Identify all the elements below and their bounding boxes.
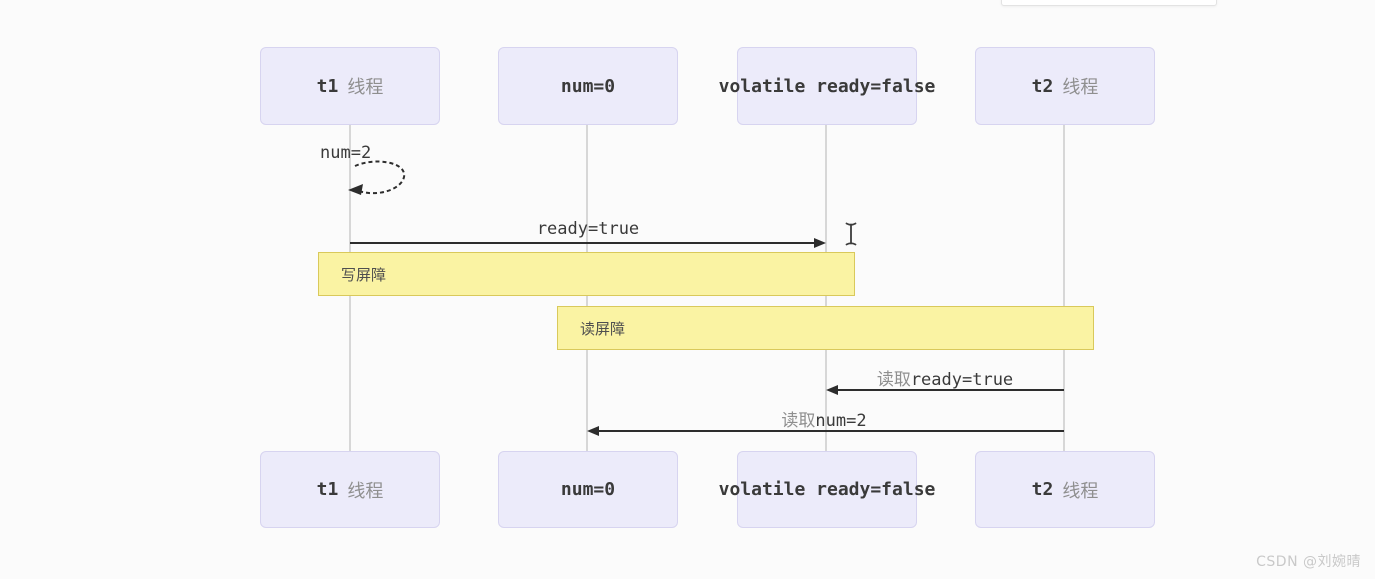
participant-label-code: volatile ready=false: [718, 479, 936, 500]
read-barrier-box: 读屏障: [557, 306, 1094, 350]
message-code: ready=true: [910, 370, 1014, 390]
message-code: ready=true: [536, 219, 640, 239]
read-barrier-label: 读屏障: [580, 319, 626, 338]
message-arrow-ready-true: [350, 242, 815, 244]
participant-t1-top: t1 线程: [260, 47, 440, 125]
message-label-ready-true: ready=true: [537, 219, 639, 239]
message-arrow-read-ready: [837, 389, 1064, 391]
write-barrier-box: 写屏障: [318, 252, 855, 296]
participant-label-cjk: 线程: [1062, 480, 1099, 502]
top-window-fragment: [1001, 0, 1217, 6]
arrowhead-right-icon: [814, 238, 826, 248]
participant-volatile-bottom: volatile ready=false: [719, 451, 935, 528]
arrowhead-left-icon: [826, 385, 838, 395]
self-message-label: num=2: [320, 143, 371, 163]
participant-label-code: num=0: [560, 479, 616, 500]
message-code: num=2: [815, 411, 867, 431]
participant-label-code: t2: [1031, 75, 1054, 97]
participant-label-code: num=0: [560, 75, 616, 97]
participant-volatile-top: volatile ready=false: [719, 47, 935, 125]
self-loop-arrow-icon: [348, 160, 406, 195]
write-barrier-label: 写屏障: [341, 265, 387, 284]
message-cjk-prefix: 读取: [876, 370, 911, 390]
message-label-read-ready: 读取ready=true: [877, 365, 1013, 390]
csdn-watermark: CSDN @刘婉晴: [1256, 554, 1361, 570]
participant-num-bottom: num=0: [498, 451, 678, 528]
participant-label-code: volatile ready=false: [718, 75, 936, 97]
participant-label-cjk: 线程: [347, 480, 384, 502]
arrowhead-left-icon: [587, 426, 599, 436]
participant-label-cjk: 线程: [347, 77, 384, 98]
lifeline-t2: [1063, 125, 1065, 452]
message-cjk-prefix: 读取: [781, 411, 816, 431]
participant-t1-bottom: t1 线程: [260, 451, 440, 528]
participant-label-code: t1: [316, 479, 339, 500]
participant-num-top: num=0: [498, 47, 678, 125]
participant-t2-top: t2 线程: [975, 47, 1155, 125]
participant-label-cjk: 线程: [1062, 77, 1099, 98]
participant-t2-bottom: t2 线程: [975, 451, 1155, 528]
message-arrow-read-num: [598, 430, 1064, 432]
participant-label-code: t2: [1031, 479, 1054, 500]
text-cursor-icon: [845, 222, 857, 246]
self-message-code: num=2: [320, 143, 372, 163]
message-label-read-num: 读取num=2: [781, 406, 866, 431]
participant-label-code: t1: [316, 75, 339, 97]
